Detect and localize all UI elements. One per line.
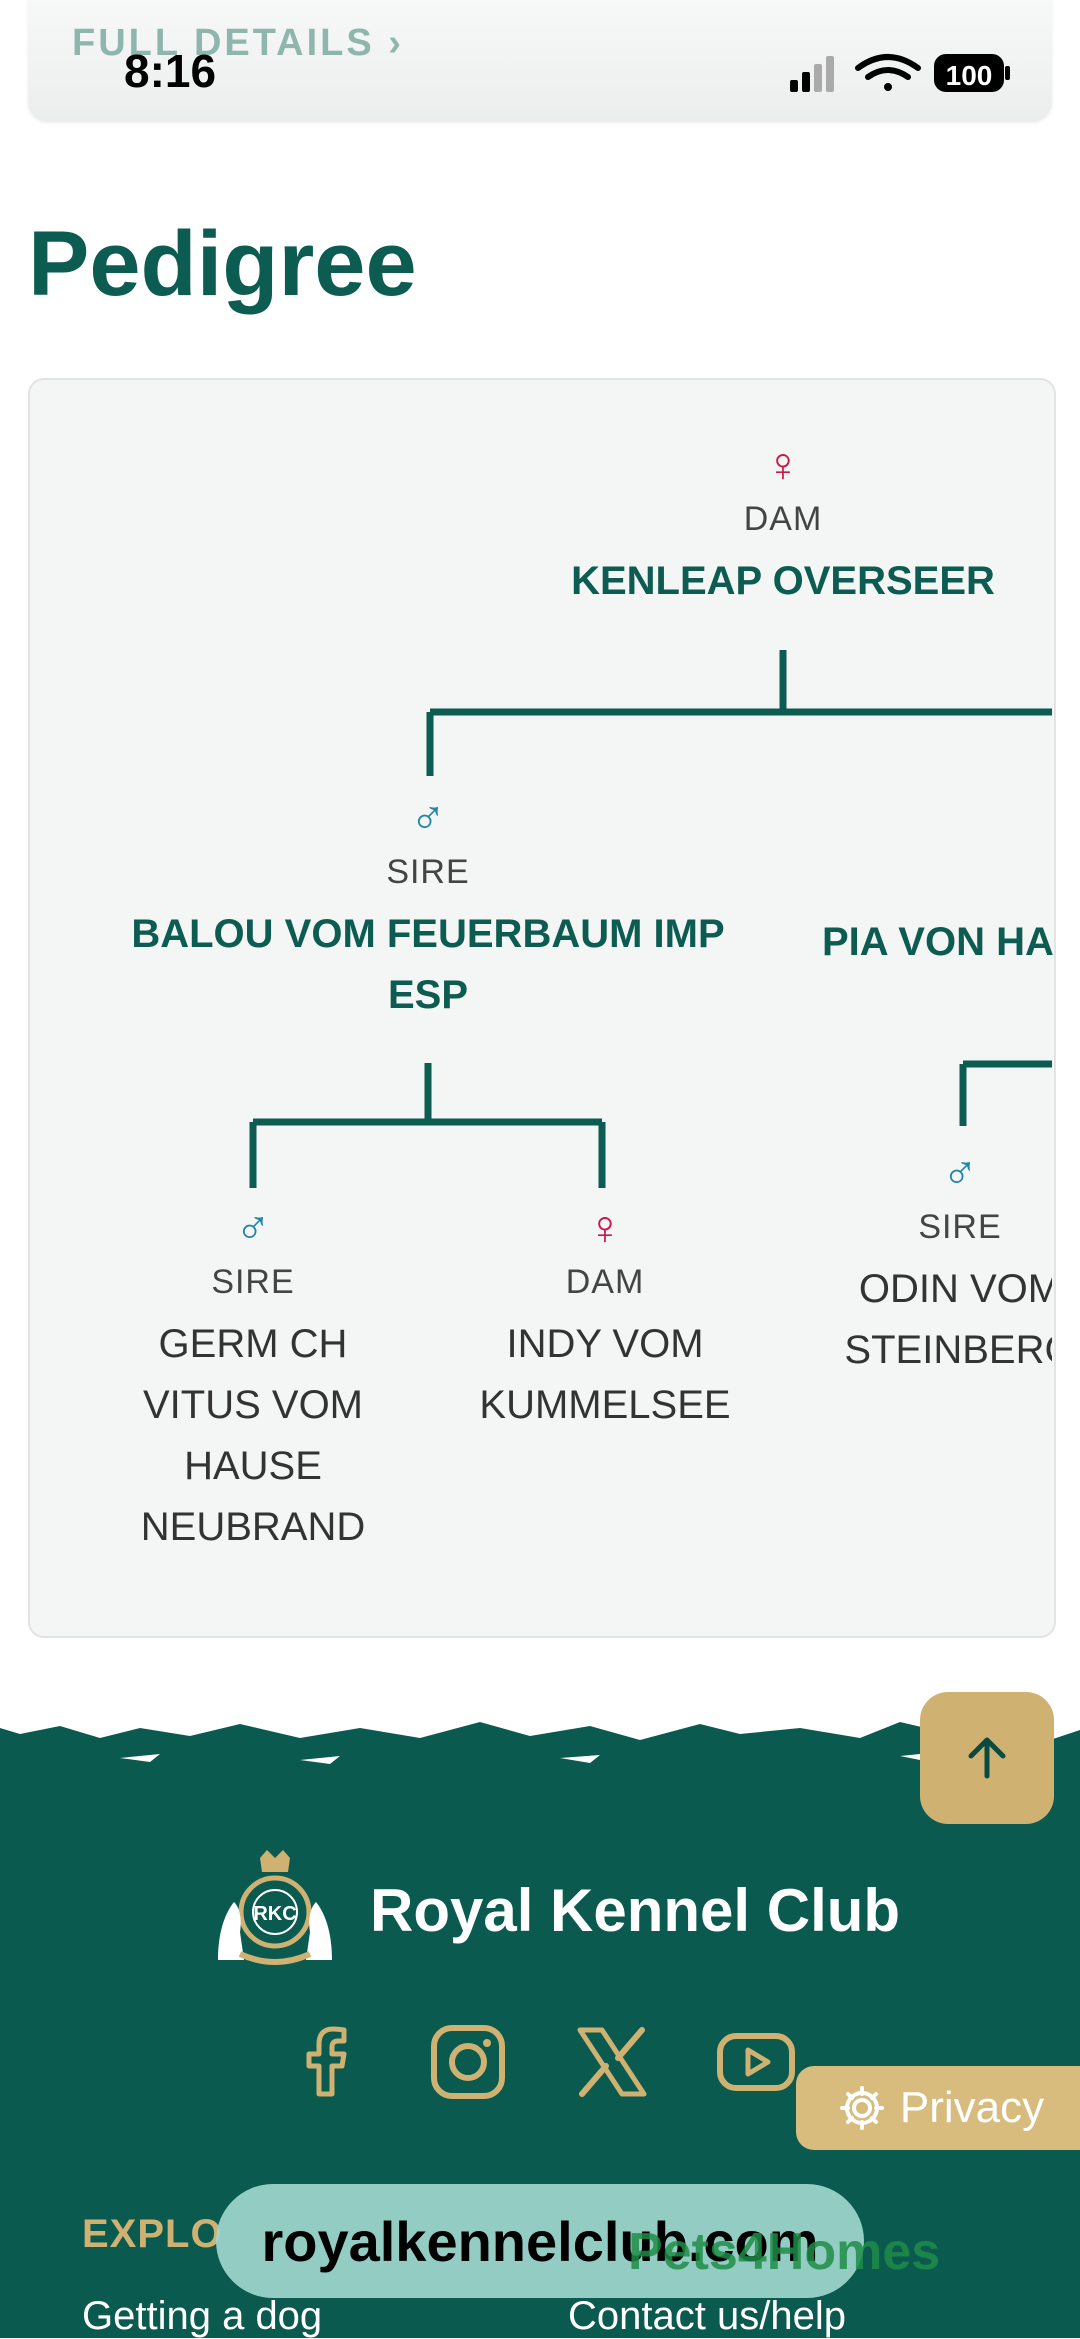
node-name-line: ESP xyxy=(387,973,469,1017)
node-name-line: HAUSE xyxy=(184,1444,322,1488)
battery-level: 100 xyxy=(946,60,993,91)
pedigree-node-sire-sire: ♂ SIRE GERM CH VITUS VOM HAUSE NEUBRAND xyxy=(103,1205,403,1558)
pedigree-node-sire-dam: ♀ DAM INDY VOM KUMMELSEE xyxy=(455,1205,755,1436)
scroll-to-top-button[interactable] xyxy=(920,1692,1054,1824)
watermark-text: Pets4Homes xyxy=(628,2223,941,2281)
female-icon: ♀ xyxy=(587,1202,623,1255)
footer-explore-heading: EXPLO xyxy=(82,2212,223,2256)
x-icon[interactable] xyxy=(572,2022,652,2102)
node-name-line: KUMMELSEE xyxy=(479,1383,731,1427)
node-name-line: NEUBRAND xyxy=(140,1505,366,1549)
youtube-icon[interactable] xyxy=(716,2022,796,2102)
instagram-icon[interactable] xyxy=(428,2022,508,2102)
pedigree-node-root: ♀ DAM KENLEAP OVERSEER xyxy=(533,442,1033,612)
privacy-label: Privacy xyxy=(899,2083,1045,2132)
wifi-icon xyxy=(855,54,921,91)
node-role: SIRE xyxy=(386,853,470,891)
pedigree-node-dam: PIA VON HA xyxy=(822,912,1054,973)
node-name[interactable]: INDY VOM KUMMELSEE xyxy=(455,1314,755,1436)
node-name-line: ODIN VOM xyxy=(858,1267,1052,1311)
pedigree-node-sire: ♂ SIRE BALOU VOM FEUERBAUM IMP ESP xyxy=(118,795,738,1026)
node-name[interactable]: BALOU VOM FEUERBAUM IMP ESP xyxy=(118,904,738,1026)
logo-text: RKC xyxy=(253,1903,296,1925)
node-role: DAM xyxy=(743,500,823,538)
male-icon: ♂ xyxy=(235,1202,271,1255)
male-icon: ♂ xyxy=(942,1150,978,1200)
footer-brand[interactable]: RKC Royal Kennel Club xyxy=(200,1850,900,1970)
sticky-header xyxy=(28,0,1052,122)
gear-icon xyxy=(839,2086,884,2130)
pedigree-node-dam-sire-clip: ♂ SIRE ODIN VOM STEINBERG xyxy=(820,1150,1052,1380)
status-time: 8:16 xyxy=(124,45,217,97)
signal-icon xyxy=(790,56,834,92)
node-name[interactable]: KENLEAP OVERSEER xyxy=(571,559,995,603)
node-name-line: BALOU VOM FEUERBAUM IMP xyxy=(131,912,725,956)
footer-link-getting-a-dog[interactable]: Getting a dog xyxy=(82,2294,323,2338)
male-icon: ♂ xyxy=(410,792,446,845)
arrow-up-icon xyxy=(968,1737,1006,1779)
full-details-link[interactable]: FULL DETAILS › xyxy=(72,22,404,64)
node-name-line: INDY VOM xyxy=(506,1322,704,1366)
torn-edge xyxy=(0,1700,1080,1764)
node-role: DAM xyxy=(565,1263,645,1301)
pedigree-card xyxy=(28,378,1056,1638)
node-name-line: GERM CH xyxy=(158,1322,348,1366)
brand-name: Royal Kennel Club xyxy=(370,1876,901,1944)
node-role: SIRE xyxy=(211,1263,295,1301)
status-icons: 100 xyxy=(790,54,1010,92)
footer-link-contact[interactable]: Contact us/help xyxy=(568,2294,846,2338)
page-title: Pedigree xyxy=(28,213,417,315)
battery-icon: 100 xyxy=(934,54,1010,92)
node-role: SIRE xyxy=(918,1208,1002,1246)
female-icon: ♀ xyxy=(765,439,801,492)
facebook-icon[interactable] xyxy=(286,2022,366,2102)
node-name-line: VITUS VOM xyxy=(142,1383,364,1427)
node-name[interactable]: GERM CH VITUS VOM HAUSE NEUBRAND xyxy=(103,1314,403,1558)
node-name[interactable]: ODIN VOM STEINBERG xyxy=(820,1259,1052,1380)
privacy-settings-button[interactable]: Privacy xyxy=(796,2066,1080,2150)
node-name[interactable]: PIA VON HA xyxy=(822,920,1054,964)
pedigree-node-dam-sire: ♂ SIRE ODIN VOM STEINBERG xyxy=(820,1150,1052,1380)
royal-kennel-club-logo: RKC xyxy=(218,1850,332,1965)
browser-url-bar[interactable]: royalkennelclub.com xyxy=(216,2184,864,2298)
node-name-line: STEINBERG xyxy=(844,1328,1052,1372)
